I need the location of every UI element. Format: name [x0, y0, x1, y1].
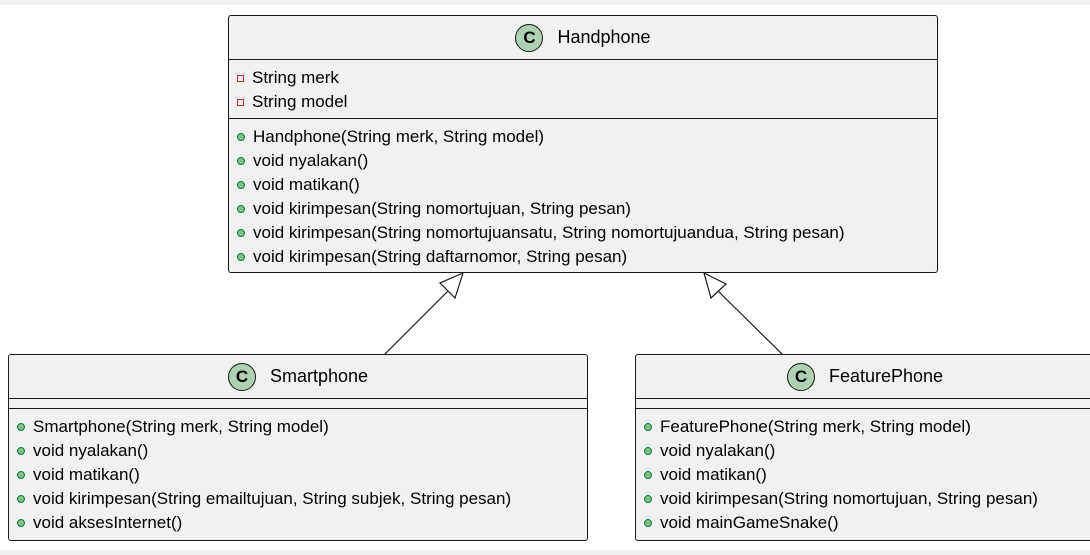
method-text: void nyalakan(): [33, 441, 149, 460]
method-row: void matikan(): [237, 173, 929, 197]
class-featurephone-name: FeaturePhone: [828, 366, 944, 386]
method-text: Smartphone(String merk, String model): [33, 417, 329, 436]
public-circle-icon: [644, 447, 652, 455]
public-circle-icon: [644, 495, 652, 503]
public-circle-icon: [237, 181, 245, 189]
method-row: void kirimpesan(String nomortujuan, Stri…: [644, 487, 1086, 511]
class-c-icon: C: [786, 362, 815, 391]
public-circle-icon: [237, 253, 245, 261]
method-text: void mainGameSnake(): [660, 513, 839, 532]
method-text: void kirimpesan(String emailtujuan, Stri…: [33, 489, 512, 508]
method-row: void kirimpesan(String emailtujuan, Stri…: [17, 487, 579, 511]
public-circle-icon: [237, 133, 245, 141]
public-circle-icon: [237, 229, 245, 237]
method-text: void matikan(): [253, 175, 360, 194]
method-row: void mainGameSnake(): [644, 511, 1086, 535]
method-row: Handphone(String merk, String model): [237, 125, 929, 149]
field-row: String merk: [237, 66, 929, 90]
method-text: void matikan(): [33, 465, 140, 484]
method-row: void kirimpesan(String daftarnomor, Stri…: [237, 245, 929, 269]
method-row: void matikan(): [644, 463, 1086, 487]
method-row: FeaturePhone(String merk, String model): [644, 415, 1086, 439]
public-circle-icon: [17, 495, 25, 503]
class-handphone-methods: Handphone(String merk, String model) voi…: [229, 119, 937, 272]
method-text: void nyalakan(): [660, 441, 776, 460]
method-row: Smartphone(String merk, String model): [17, 415, 579, 439]
method-text: void matikan(): [660, 465, 767, 484]
private-square-icon: [237, 98, 244, 106]
class-featurephone-fields: [636, 399, 1090, 409]
method-text: void aksesInternet(): [33, 513, 183, 532]
public-circle-icon: [17, 471, 25, 479]
public-circle-icon: [644, 471, 652, 479]
method-row: void nyalakan(): [17, 439, 579, 463]
method-text: Handphone(String merk, String model): [253, 127, 545, 146]
method-row: void matikan(): [17, 463, 579, 487]
class-c-icon: C: [227, 362, 256, 391]
method-row: void kirimpesan(String nomortujuansatu, …: [237, 221, 929, 245]
method-text: void nyalakan(): [253, 151, 369, 170]
class-smartphone-name: Smartphone: [269, 366, 369, 386]
public-circle-icon: [17, 423, 25, 431]
method-text: void kirimpesan(String daftarnomor, Stri…: [253, 247, 628, 266]
class-handphone-fields: String merk String model: [229, 60, 937, 119]
field-text: String model: [252, 92, 348, 111]
public-circle-icon: [644, 519, 652, 527]
class-c-icon: C: [515, 23, 544, 52]
class-featurephone: C FeaturePhone FeaturePhone(String merk,…: [635, 354, 1090, 541]
method-row: void nyalakan(): [644, 439, 1086, 463]
class-featurephone-header: C FeaturePhone: [636, 355, 1090, 399]
class-smartphone: C Smartphone Smartphone(String merk, Str…: [8, 354, 588, 541]
field-text: String merk: [252, 68, 339, 87]
public-circle-icon: [17, 447, 25, 455]
class-featurephone-methods: FeaturePhone(String merk, String model) …: [636, 409, 1090, 539]
class-smartphone-header: C Smartphone: [9, 355, 587, 399]
public-circle-icon: [644, 423, 652, 431]
field-row: String model: [237, 90, 929, 114]
class-handphone-name: Handphone: [557, 27, 651, 47]
method-text: void kirimpesan(String nomortujuansatu, …: [253, 223, 845, 242]
method-row: void nyalakan(): [237, 149, 929, 173]
public-circle-icon: [17, 519, 25, 527]
method-text: void kirimpesan(String nomortujuan, Stri…: [660, 489, 1038, 508]
method-text: void kirimpesan(String nomortujuan, Stri…: [253, 199, 631, 218]
private-square-icon: [237, 74, 244, 82]
class-handphone-header: C Handphone: [229, 16, 937, 60]
class-smartphone-fields: [9, 399, 587, 409]
method-text: FeaturePhone(String merk, String model): [660, 417, 971, 436]
public-circle-icon: [237, 205, 245, 213]
method-row: void kirimpesan(String nomortujuan, Stri…: [237, 197, 929, 221]
method-row: void aksesInternet(): [17, 511, 579, 535]
class-smartphone-methods: Smartphone(String merk, String model) vo…: [9, 409, 587, 539]
class-handphone: C Handphone String merk String model Han…: [228, 15, 938, 273]
public-circle-icon: [237, 157, 245, 165]
